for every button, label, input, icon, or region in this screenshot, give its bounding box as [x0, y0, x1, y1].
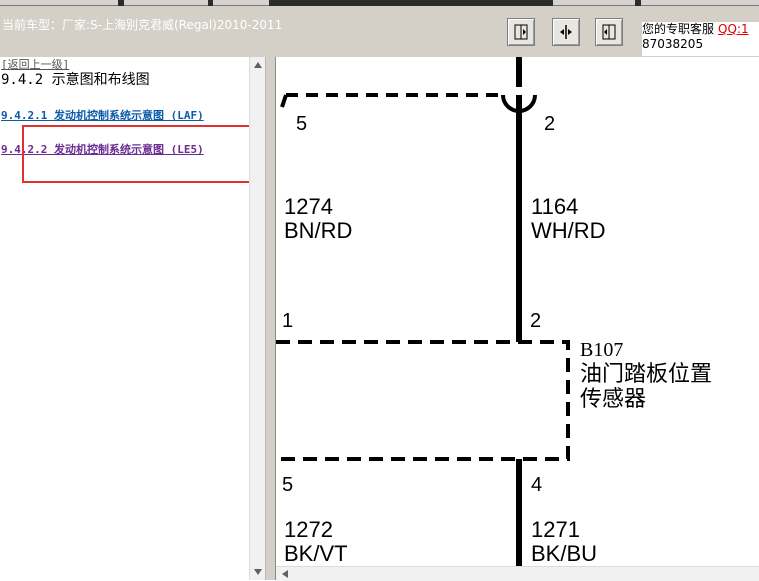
pin-label: 5	[282, 474, 293, 496]
nav-link-laf[interactable]: 9.4.2.1 发动机控制系统示意图 (LAF)	[1, 109, 204, 122]
wire-color: WH/RD	[531, 218, 606, 243]
component-name: 传感器	[580, 387, 646, 412]
scroll-down-button[interactable]	[250, 564, 266, 580]
upper-connector-corner	[280, 94, 288, 108]
circuit-number: 1271	[531, 517, 580, 542]
circuit-number: 1274	[284, 194, 333, 219]
vehicle-label: 当前车型：厂家:S-上海别克君威(Regal)2010-2011	[2, 18, 283, 32]
component-code: B107	[580, 339, 623, 361]
nav-link-le5[interactable]: 9.4.2.2 发动机控制系统示意图 (LE5)	[1, 143, 204, 156]
component-outline	[276, 340, 570, 461]
pin-label: 2	[530, 310, 541, 332]
top-strip-button-4[interactable]	[553, 0, 635, 6]
top-strip-button-1[interactable]	[0, 0, 118, 6]
scroll-left-icon	[282, 570, 288, 578]
scroll-up-icon	[254, 62, 262, 68]
component-name: 油门踏板位置	[580, 362, 712, 387]
top-toolbar-strip	[0, 0, 759, 6]
wire-color: BK/VT	[284, 541, 348, 566]
collapse-right-button[interactable]	[595, 18, 623, 46]
pane-splitter[interactable]	[265, 57, 276, 580]
split-view-button[interactable]	[552, 18, 580, 46]
top-strip-button-5[interactable]	[641, 0, 759, 6]
pin-label: 4	[531, 474, 542, 496]
wire-color: BN/RD	[284, 218, 352, 243]
collapse-left-button[interactable]	[507, 18, 535, 46]
back-link[interactable]: [返回上一级]	[1, 58, 70, 71]
wire-color: BK/BU	[531, 541, 597, 566]
scroll-left-button[interactable]	[278, 567, 292, 581]
wiring-diagram: 5 2 1274 BN/RD 1164 WH/RD 1 2 B107 油门踏板位…	[276, 57, 759, 580]
scroll-up-button[interactable]	[250, 57, 266, 73]
scroll-down-icon	[254, 569, 262, 575]
navigation-pane: [返回上一级] 9.4.2 示意图和布线图 9.4.2.1 发动机控制系统示意图…	[0, 57, 265, 580]
service-number: 87038205	[642, 37, 704, 51]
collapse-left-icon	[514, 24, 528, 40]
circuit-number: 1272	[284, 517, 333, 542]
section-title: 9.4.2 示意图和布线图	[1, 72, 150, 88]
wiring-diagram-canvas: 5 2 1274 BN/RD 1164 WH/RD 1 2 B107 油门踏板位…	[276, 57, 712, 580]
vertical-scrollbar[interactable]	[249, 57, 266, 580]
split-view-icon	[560, 25, 572, 39]
pin-label: 1	[282, 310, 293, 332]
top-strip-button-3[interactable]	[213, 0, 269, 6]
circuit-number: 1164	[531, 194, 578, 219]
pin-label: 2	[544, 113, 555, 135]
top-strip-button-2[interactable]	[124, 0, 208, 6]
service-qq-link[interactable]: QQ:1	[718, 22, 749, 36]
highlight-annotation-box	[22, 125, 266, 183]
pin-label: 5	[296, 113, 307, 135]
service-label: 您的专职客服	[642, 22, 715, 36]
horizontal-scrollbar[interactable]	[276, 566, 759, 581]
collapse-right-icon	[602, 24, 616, 40]
